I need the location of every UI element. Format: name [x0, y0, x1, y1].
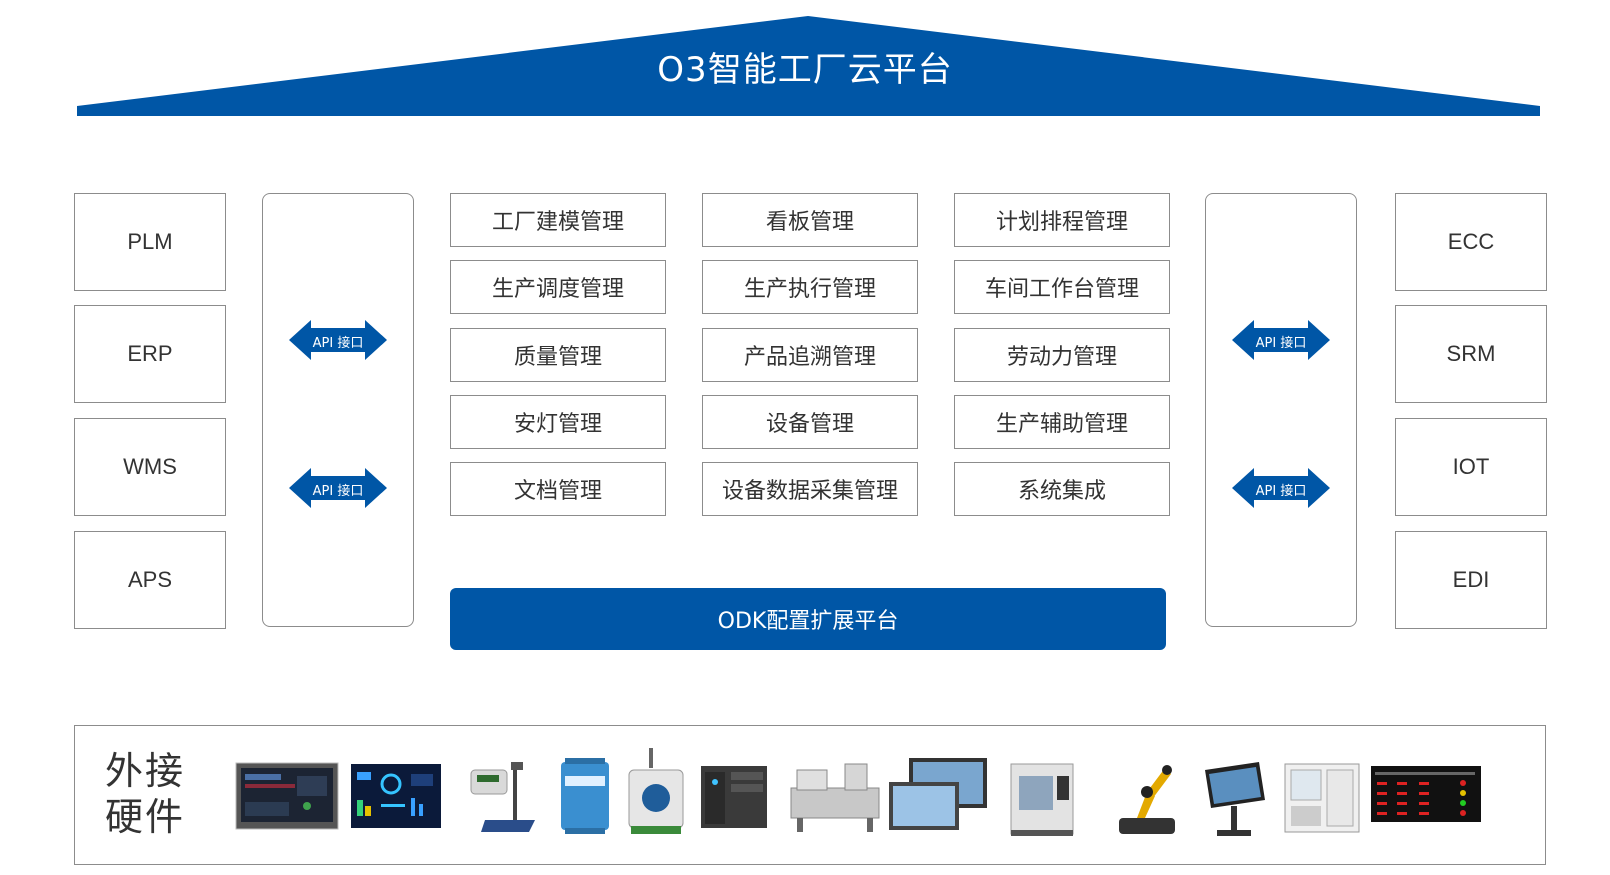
right-system-box: EDI	[1395, 531, 1547, 629]
api-arrow-left-2: API 接口	[289, 468, 387, 508]
left-system-box: WMS	[74, 418, 226, 516]
hardware-label: 外接 硬件	[105, 748, 195, 840]
module-box: 文档管理	[450, 462, 666, 516]
api-arrow-right-2: API 接口	[1232, 468, 1330, 508]
left-system-box: ERP	[74, 305, 226, 403]
test-station-icon	[1284, 763, 1360, 833]
platform-roof: O3智能工厂云平台	[0, 0, 1610, 130]
api-arrow-right-1: API 接口	[1232, 320, 1330, 360]
production-line-icon	[790, 763, 880, 832]
module-box: 设备数据采集管理	[702, 462, 918, 516]
module-box: 生产执行管理	[702, 260, 918, 314]
module-box: 生产调度管理	[450, 260, 666, 314]
wireless-module-icon	[628, 748, 684, 834]
io-module-icon	[561, 758, 609, 834]
kiosk-terminal-icon	[1205, 762, 1265, 836]
robot-arm-icon	[1119, 765, 1175, 834]
module-box: 系统集成	[954, 462, 1170, 516]
module-box: 产品追溯管理	[702, 328, 918, 382]
dashboard-screen-icon	[351, 764, 441, 828]
module-box: 质量管理	[450, 328, 666, 382]
platform-title: O3智能工厂云平台	[657, 50, 953, 90]
module-box: 工厂建模管理	[450, 193, 666, 247]
led-board-icon	[1371, 766, 1481, 822]
api-label: API 接口	[1255, 484, 1307, 499]
module-box: 车间工作台管理	[954, 260, 1170, 314]
left-system-box: PLM	[74, 193, 226, 291]
right-system-box: ECC	[1395, 193, 1547, 291]
api-label: API 接口	[1255, 336, 1307, 351]
api-column-right: API 接口 API 接口	[1205, 193, 1357, 627]
module-box: 劳动力管理	[954, 328, 1170, 382]
module-box: 安灯管理	[450, 395, 666, 449]
api-column-left: API 接口 API 接口	[262, 193, 414, 627]
left-system-box: APS	[74, 531, 226, 629]
hardware-label-line1: 外接	[105, 749, 186, 793]
api-label: API 接口	[312, 336, 364, 351]
module-box: 生产辅助管理	[954, 395, 1170, 449]
api-arrow-left-1: API 接口	[289, 320, 387, 360]
module-box: 计划排程管理	[954, 193, 1170, 247]
right-system-box: SRM	[1395, 305, 1547, 403]
monitor-icon	[235, 762, 339, 830]
touch-panel-icon	[889, 758, 987, 830]
right-system-box: IOT	[1395, 418, 1547, 516]
module-box: 设备管理	[702, 395, 918, 449]
cnc-machine-icon	[1010, 763, 1074, 836]
roof-shape	[77, 16, 1540, 116]
module-box: 看板管理	[702, 193, 918, 247]
odk-platform-bar: ODK配置扩展平台	[450, 588, 1166, 650]
weighing-scale-icon	[470, 762, 535, 832]
hardware-panel: 外接 硬件	[74, 725, 1546, 865]
industrial-pc-icon	[701, 766, 767, 828]
api-label: API 接口	[312, 484, 364, 499]
hardware-label-line2: 硬件	[105, 795, 186, 839]
